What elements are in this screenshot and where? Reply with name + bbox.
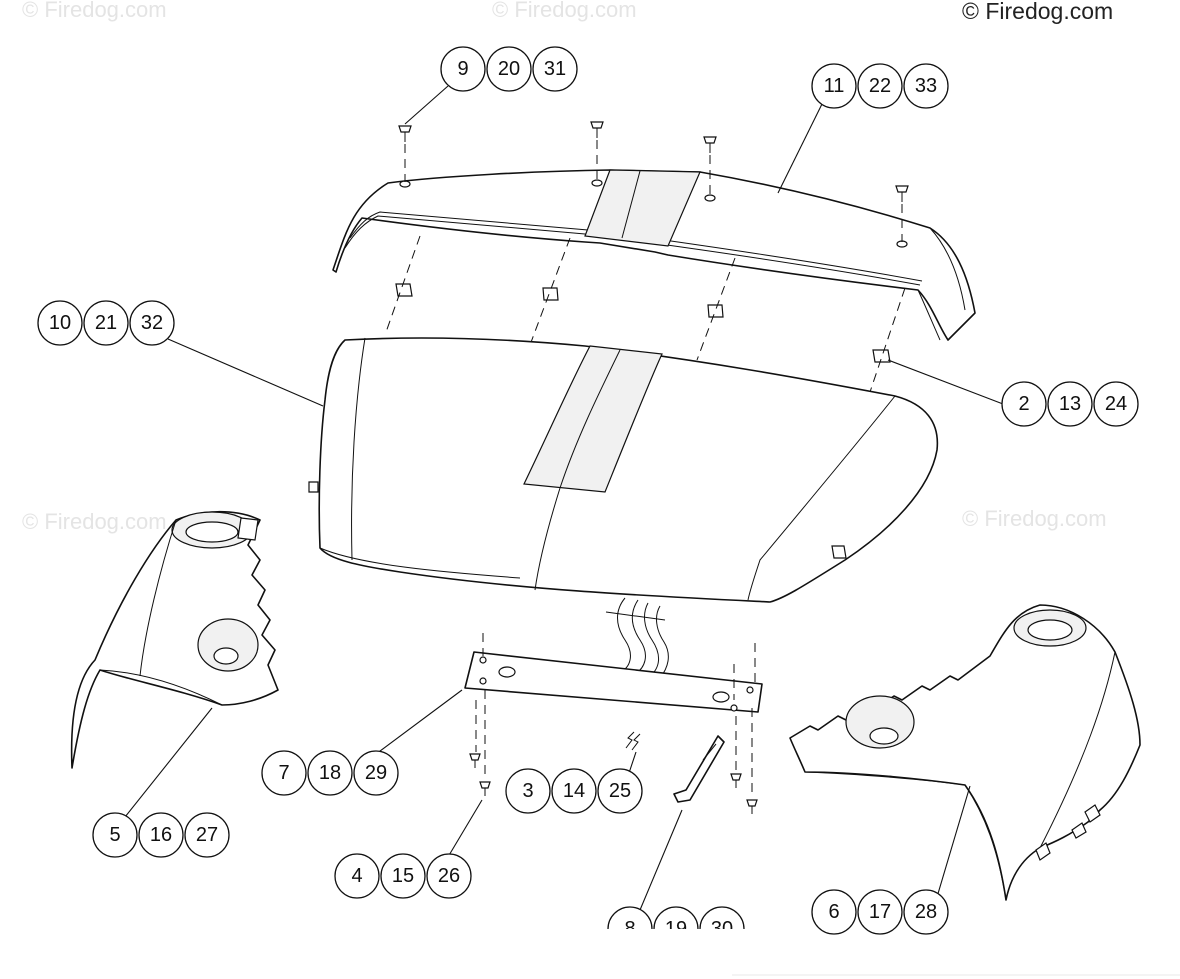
callout-number: 7 [278,762,289,784]
callout-number: 28 [915,901,937,923]
callout-number: 26 [438,865,460,887]
callout-number: 6 [828,901,839,923]
spring-clip [625,731,641,751]
callout-group: 3 14 25 [505,768,643,814]
callout-circle [353,750,399,796]
callout-number: 9 [457,58,468,80]
callout-circle [903,63,949,109]
callout-group: 10 21 32 [37,300,175,346]
callout-circle [83,300,129,346]
callout-circle [380,853,426,899]
callout-group: 7 18 29 [261,750,399,796]
callout-circle [440,46,486,92]
callout-number: 14 [563,780,585,802]
watermark-middle-left: © Firedog.com [22,509,167,534]
callout-number: 22 [869,75,891,97]
callout-circle [261,750,307,796]
callout-number: 32 [141,312,163,334]
callout-number: 3 [522,780,533,802]
watermark-top-right: © Firedog.com [962,0,1113,24]
callout-circle [857,889,903,935]
callout-group: 2 13 24 [1001,381,1139,427]
bracket-bolts [469,633,758,814]
callout-number: 2 [1018,393,1029,415]
callout-circle [1093,381,1139,427]
callout-bubbles: 9 20 31 11 22 33 10 21 32 2 13 24 7 18 29 3 14 25 5 16 27 4 15… [37,46,1139,952]
callout-circle [92,812,138,858]
callout-number: 16 [150,824,172,846]
bottom-crop [600,929,760,979]
callout-number: 17 [869,901,891,923]
callout-circle [307,750,353,796]
callout-circle [426,853,472,899]
top-screws [398,121,909,242]
callout-number: 5 [109,824,120,846]
callout-number: 13 [1059,393,1081,415]
callout-number: 25 [609,780,631,802]
watermark-middle-right: © Firedog.com [962,506,1107,531]
callout-group: 6 17 28 [811,889,949,935]
callout-number: 31 [544,58,566,80]
callout-number: 11 [824,75,845,97]
callout-circle [505,768,551,814]
callout-number: 21 [95,312,117,334]
callout-circle [37,300,83,346]
support-bracket [673,735,725,803]
callout-number: 27 [196,824,218,846]
callout-group: 5 16 27 [92,812,230,858]
callout-number: 29 [365,762,387,784]
callout-circle [551,768,597,814]
mounting-bracket-plate [464,651,763,713]
watermark-top-center: © Firedog.com [492,0,637,22]
callout-number: 33 [915,75,937,97]
right-side-cover [789,604,1141,901]
callout-circle [857,63,903,109]
callout-number: 10 [49,312,71,334]
callout-circle [486,46,532,92]
callout-circle [138,812,184,858]
watermark-top-left: © Firedog.com [22,0,167,22]
wiring-harness [605,597,669,679]
top-trim-piece [332,169,976,341]
callout-circle [811,63,857,109]
hood-panel [308,337,939,603]
callout-circle [532,46,578,92]
callout-number: 24 [1105,393,1127,415]
callout-circle [903,889,949,935]
callout-circle [129,300,175,346]
callout-circle [811,889,857,935]
callout-number: 20 [498,58,520,80]
callout-circle [1047,381,1093,427]
left-side-cover [70,510,279,769]
callout-group: 11 22 33 [811,63,949,109]
callout-number: 15 [392,865,414,887]
callout-group: 9 20 31 [440,46,578,92]
callout-number: 4 [351,865,362,887]
callout-circle [597,768,643,814]
retaining-clips [384,235,906,393]
leader-lines [124,85,1004,911]
callout-number: 18 [319,762,341,784]
callout-circle [184,812,230,858]
callout-circle [1001,381,1047,427]
callout-group: 4 15 26 [334,853,472,899]
callout-circle [334,853,380,899]
